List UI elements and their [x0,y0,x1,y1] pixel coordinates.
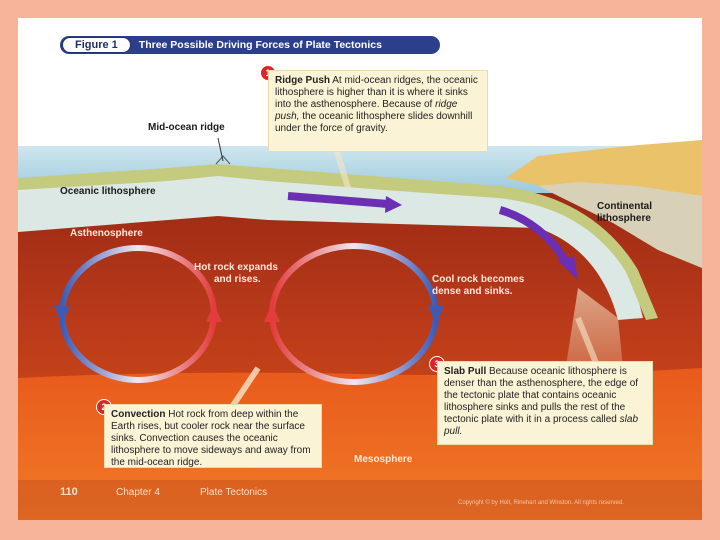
cool-rock-label-2: dense and sinks. [432,286,513,297]
ridge-push-text-b: the oceanic lithosphere slides downhill … [275,111,473,134]
cool-rock-label-1: Cool rock becomes [432,274,525,285]
figure-tag: Figure 1 [62,37,131,53]
ridge-push-term: ridge push, [275,99,458,122]
copyright-notice: Copyright © by Holt, Rinehart and Winsto… [458,500,624,506]
hot-rock-label-1: Hot rock expands [194,262,278,273]
convection-heading: Convection [111,409,166,420]
plate-tectonics-diagram [18,137,702,520]
ridge-push-heading: Ridge Push [275,75,331,86]
convection-callout: Convection Hot rock from deep within the… [104,404,322,468]
mid-ocean-ridge-label: Mid-ocean ridge [148,122,225,133]
ridge-push-callout: Ridge Push At mid-ocean ridges, the ocea… [268,70,488,152]
chapter-label: Chapter 4 [116,487,160,498]
mesosphere-label: Mesosphere [354,454,413,465]
continental-lithosphere-label-2: lithosphere [597,213,651,224]
ridge-push-arrow [287,192,389,208]
figure-header: Figure 1 Three Possible Driving Forces o… [60,36,440,54]
continental-lithosphere-label-1: Continental [597,201,652,212]
slab-pull-text-a: Because oceanic lithosphere is denser th… [444,366,639,425]
ridge-peak [215,155,231,165]
ridge-push-arrowhead [385,196,402,213]
figure-title: Three Possible Driving Forces of Plate T… [138,39,382,51]
convection-text: Hot rock from deep within the Earth rise… [111,409,311,468]
slab-pull-callout: Slab Pull Because oceanic lithosphere is… [437,361,653,445]
slab-pull-arrowhead [558,256,578,280]
oceanic-lithosphere [18,166,643,320]
crust-band [18,164,658,320]
textbook-page: Figure 1 Three Possible Driving Forces o… [18,18,702,520]
loop-right-up-arrow [264,304,280,322]
slab-pull-heading: Slab Pull [444,366,487,377]
slab-pull-arrow [498,206,570,265]
ridge-pointer [217,137,224,162]
footer-band [18,480,702,520]
slab-pull-term: slab pull. [444,414,639,437]
asthenosphere-label: Asthenosphere [70,228,143,239]
ridge-push-text-a: At mid-ocean ridges, the oceanic lithosp… [275,75,478,110]
continental-lithosphere [538,182,702,268]
slab-pointer [575,316,601,370]
chapter-title: Plate Tectonics [200,487,268,498]
loop-left-up-arrow [206,304,222,322]
loop-right-down-arrow [428,306,444,324]
page-number: 110 [60,486,78,498]
loop-left-down-arrow [54,306,70,324]
hot-rock-label-2: and rises. [214,274,261,285]
oceanic-lithosphere-label: Oceanic lithosphere [60,186,156,197]
